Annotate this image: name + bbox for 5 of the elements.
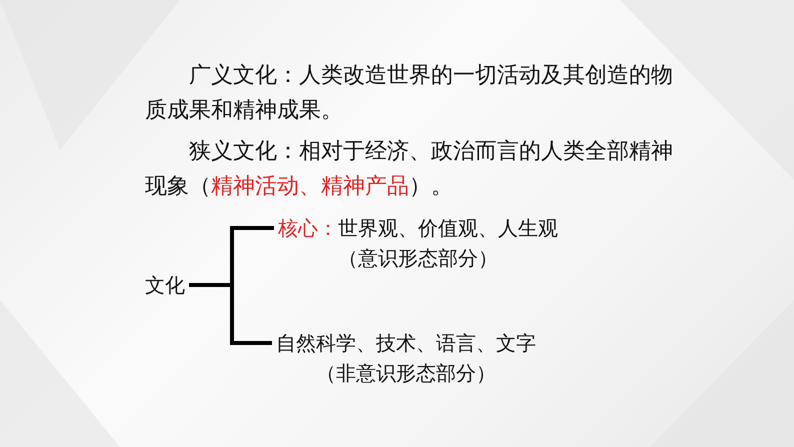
- branch-text: 自然科学、技术、语言、文字 （非意识形态部分）: [276, 328, 536, 388]
- paragraph-text: 广义文化：人类改造世界的一切活动及其创造的物质成果和精神成果。: [145, 62, 674, 125]
- branch-text: 核心：世界观、价值观、人生观 （意识形态部分）: [278, 213, 558, 273]
- paragraph-text: 狭义文化：相对于经济、政治而言的人类全部精神现象（精神活动、精神产品）。: [145, 138, 674, 201]
- root-label: 文化: [145, 270, 185, 300]
